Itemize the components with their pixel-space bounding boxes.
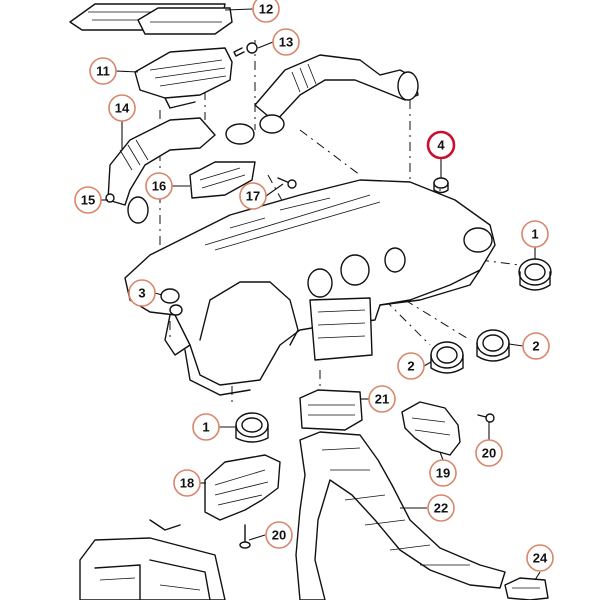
part-14-side-duct bbox=[107, 117, 216, 224]
part-18-duct-bracket bbox=[204, 454, 281, 521]
part-20-screw-upper bbox=[477, 413, 495, 423]
part-17-screw bbox=[277, 177, 297, 189]
callout-4-highlighted: 4 bbox=[426, 130, 456, 160]
svg-text:4: 4 bbox=[437, 138, 445, 153]
svg-text:13: 13 bbox=[279, 35, 293, 50]
callout-1-right: 1 bbox=[521, 220, 549, 248]
callout-14: 14 bbox=[108, 94, 136, 122]
part-1-round-vent-right bbox=[518, 258, 552, 291]
callout-20-lower: 20 bbox=[265, 521, 293, 549]
air-duct-upper bbox=[225, 54, 419, 145]
part-24-clip bbox=[504, 577, 549, 600]
part-1-round-vent-left bbox=[235, 412, 269, 443]
svg-text:1: 1 bbox=[531, 227, 538, 242]
leader-lines bbox=[101, 8, 541, 581]
svg-text:12: 12 bbox=[259, 2, 273, 17]
callout-20-upper: 20 bbox=[475, 439, 503, 467]
callout-22: 22 bbox=[427, 494, 455, 522]
svg-text:2: 2 bbox=[407, 359, 414, 374]
callout-18: 18 bbox=[173, 469, 201, 497]
callout-1-left: 1 bbox=[192, 413, 220, 441]
lower-console bbox=[79, 519, 226, 600]
svg-text:20: 20 bbox=[272, 528, 286, 543]
part-16-vent-grille bbox=[189, 161, 256, 199]
part-13-screw bbox=[233, 42, 258, 57]
part-12-vent-frame bbox=[69, 3, 233, 35]
callout-13: 13 bbox=[272, 28, 300, 56]
svg-text:2: 2 bbox=[532, 339, 539, 354]
svg-text:22: 22 bbox=[434, 501, 448, 516]
callout-19: 19 bbox=[429, 459, 457, 487]
svg-text:16: 16 bbox=[152, 179, 166, 194]
svg-text:14: 14 bbox=[115, 101, 130, 116]
dashboard-panel bbox=[124, 179, 496, 396]
part-19-side-cover bbox=[401, 401, 461, 456]
callout-15: 15 bbox=[74, 186, 102, 214]
part-11-vent-housing bbox=[134, 47, 233, 109]
svg-text:19: 19 bbox=[436, 466, 450, 481]
svg-text:24: 24 bbox=[533, 551, 548, 566]
callout-24: 24 bbox=[526, 544, 554, 572]
callout-17: 17 bbox=[239, 182, 267, 210]
part-2-round-vent-b bbox=[476, 329, 510, 362]
svg-text:20: 20 bbox=[482, 446, 496, 461]
part-21-duct-connector bbox=[299, 389, 363, 431]
svg-text:11: 11 bbox=[96, 64, 110, 79]
part-3-knob bbox=[160, 288, 183, 316]
part-2-round-vent-a bbox=[430, 341, 464, 374]
callout-11: 11 bbox=[89, 57, 117, 85]
callout-16: 16 bbox=[145, 172, 173, 200]
callout-3: 3 bbox=[128, 279, 156, 307]
callout-2-left: 2 bbox=[397, 352, 425, 380]
svg-text:18: 18 bbox=[180, 476, 194, 491]
svg-text:15: 15 bbox=[81, 193, 95, 208]
svg-text:1: 1 bbox=[202, 420, 209, 435]
part-20-screw-lower bbox=[239, 524, 251, 549]
callout-2-right: 2 bbox=[522, 332, 550, 360]
svg-text:21: 21 bbox=[375, 392, 389, 407]
svg-text:3: 3 bbox=[138, 286, 145, 301]
part-15-clip bbox=[105, 193, 115, 203]
part-22-floor-duct bbox=[295, 431, 506, 600]
svg-text:17: 17 bbox=[246, 189, 260, 204]
callout-21: 21 bbox=[368, 385, 396, 413]
callout-12: 12 bbox=[252, 0, 280, 23]
